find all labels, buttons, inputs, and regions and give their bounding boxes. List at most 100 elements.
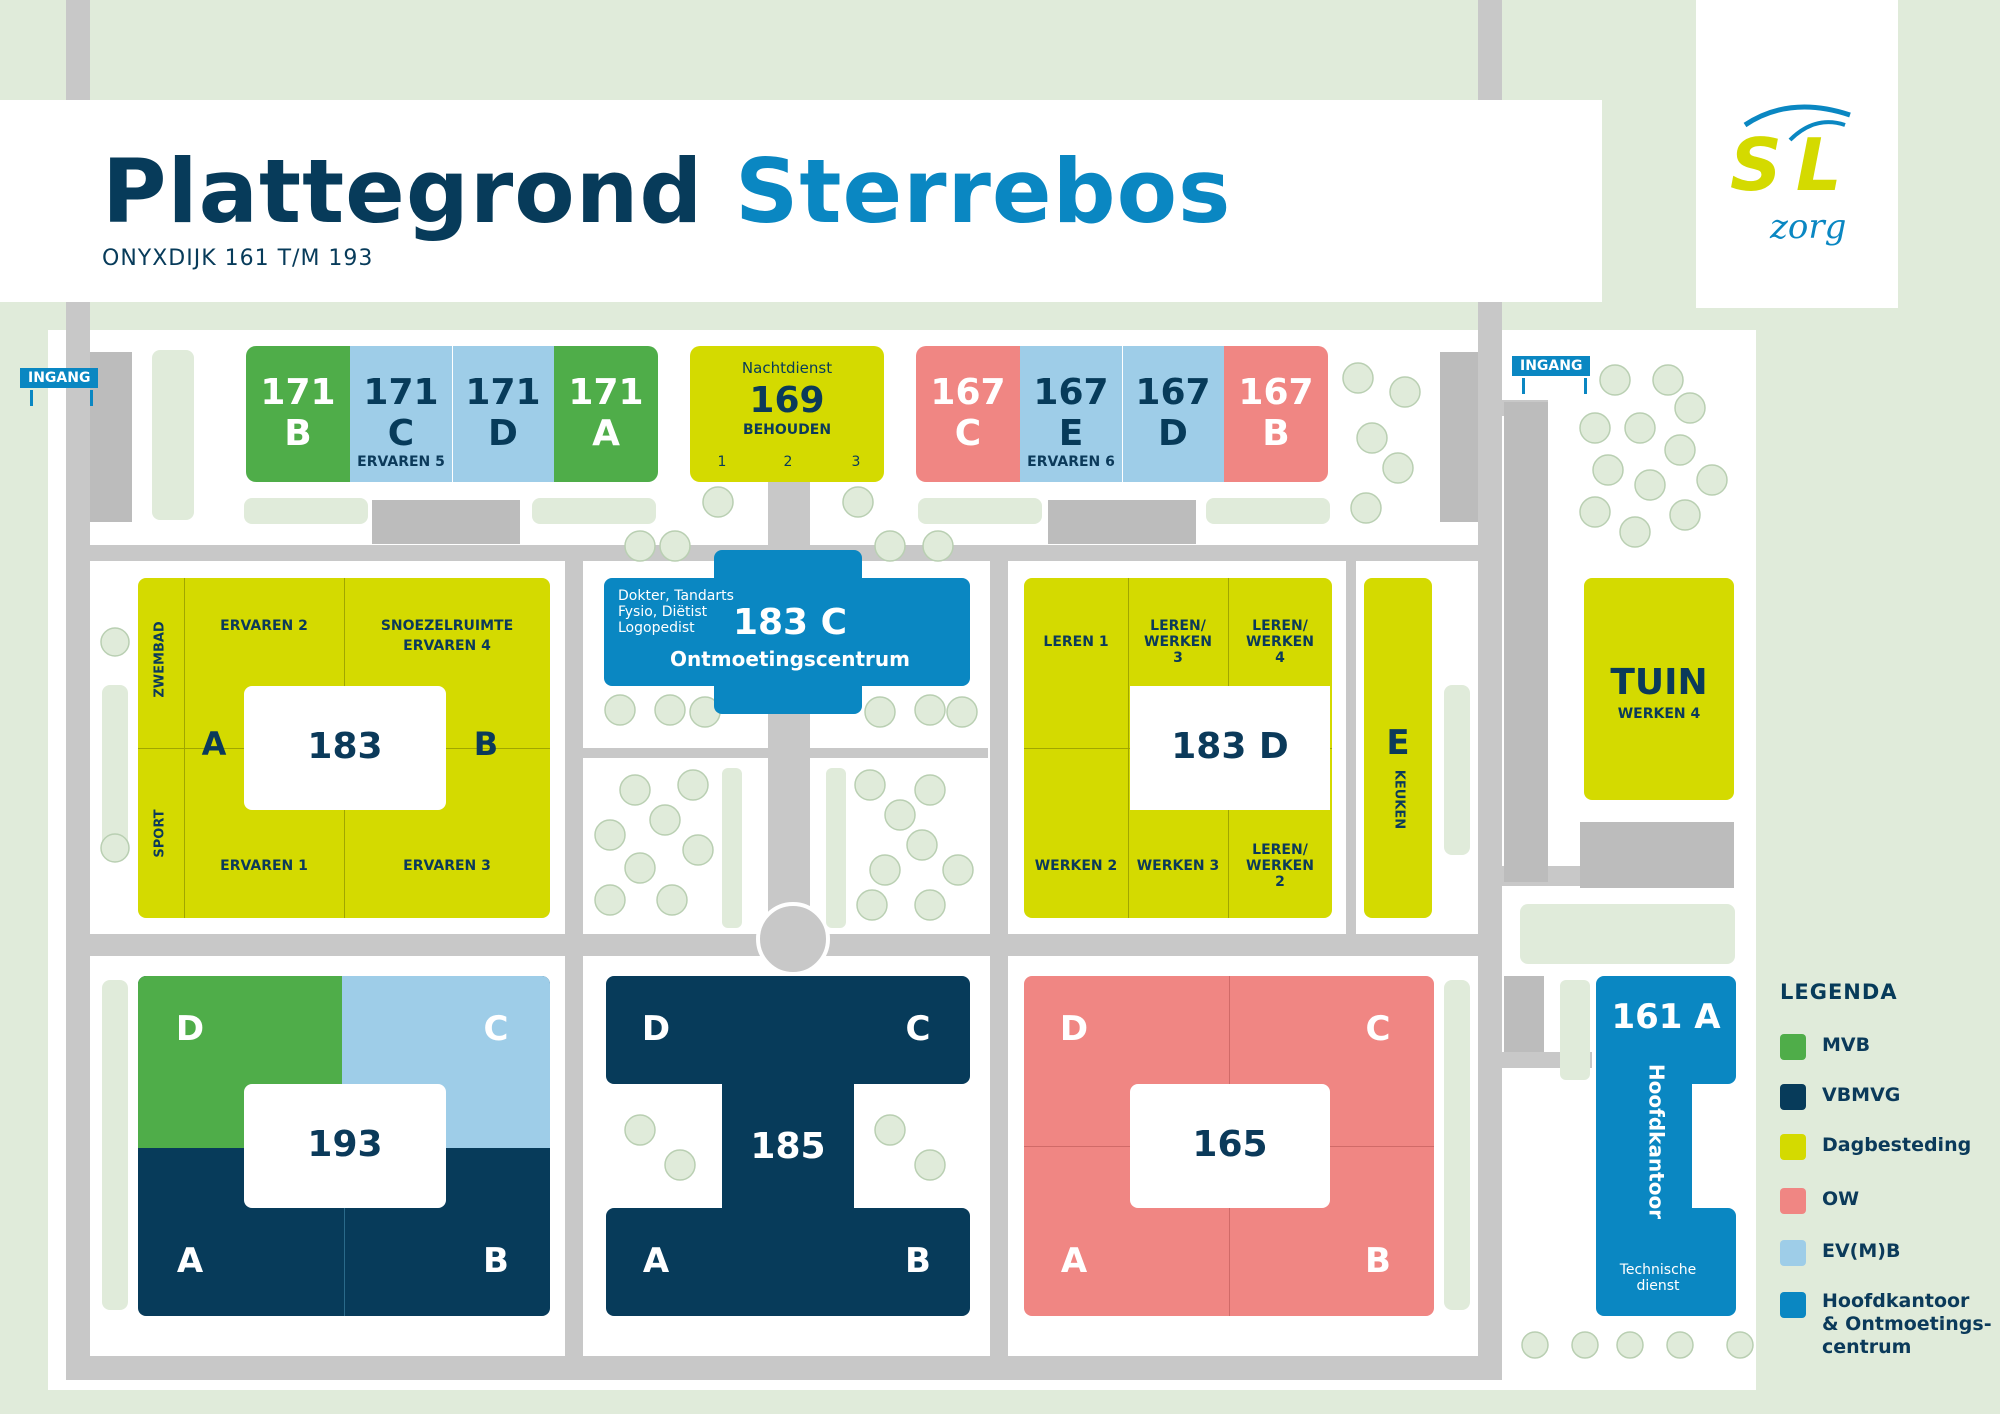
label-ervaren3: ERVAREN 3: [403, 858, 491, 874]
tree-icon: [624, 1114, 656, 1146]
hedge-1: [152, 350, 194, 520]
tree-icon: [914, 694, 946, 726]
label-ervaren6: ERVAREN 6: [1027, 454, 1115, 470]
building-171[interactable]: [246, 346, 658, 482]
road-inner-left: [565, 545, 583, 1365]
tree-icon: [1696, 464, 1728, 496]
hedge-4: [918, 498, 1042, 524]
tree-icon: [1350, 492, 1382, 524]
tree-icon: [1726, 1331, 1754, 1359]
tree-icon: [922, 530, 954, 562]
label-ervaren2: ERVAREN 2: [220, 618, 308, 634]
unit-171d[interactable]: [452, 346, 554, 482]
building-e[interactable]: [1364, 578, 1432, 918]
courtyard-183: [244, 686, 446, 810]
page-subtitle: ONYXDIJK 161 T/M 193: [102, 246, 374, 271]
label-183c-name: Ontmoetingscentrum: [670, 647, 910, 671]
label-193-b: B: [483, 1241, 509, 1281]
tree-icon: [1382, 452, 1414, 484]
tree-icon: [1599, 364, 1631, 396]
tree-icon: [864, 696, 896, 728]
label-183c-services: Dokter, Tandarts Fysio, Diëtist Logopedi…: [618, 588, 734, 636]
label-165-c: C: [1365, 1009, 1391, 1049]
entrance-left-post-1: [30, 390, 33, 406]
divider-193: [344, 1148, 345, 1316]
title-part2: Sterrebos: [735, 140, 1232, 243]
label-183c-services-2: Fysio, Diëtist: [618, 604, 708, 621]
label-165-num: 165: [1192, 1124, 1268, 1165]
unit-167b[interactable]: [1224, 346, 1328, 482]
tree-icon: [854, 769, 886, 801]
legend-label-mvb: MVB: [1822, 1034, 1871, 1056]
unit-171c[interactable]: [350, 346, 452, 482]
tree-icon: [914, 1149, 946, 1181]
label-ervaren1: ERVAREN 1: [220, 858, 308, 874]
tree-icon: [842, 486, 874, 518]
tree-icon: [624, 530, 656, 562]
legend-label-dagbesteding: Dagbesteding: [1822, 1134, 1972, 1156]
label-lw2-3: 2: [1275, 874, 1285, 891]
hedge-7: [1444, 685, 1470, 855]
label-lw3-1: LEREN/: [1150, 618, 1206, 634]
tree-icon: [649, 804, 681, 836]
hedge-10: [1520, 904, 1735, 964]
tree-icon: [659, 530, 691, 562]
tree-icon: [869, 854, 901, 886]
legend-label-hoofdkantoor-1: Hoofdkantoor: [1822, 1290, 1970, 1312]
label-ervaren5: ERVAREN 5: [357, 454, 445, 470]
tree-icon: [100, 833, 130, 863]
label-183d-num: 183 D: [1171, 726, 1289, 767]
hedge-11: [722, 768, 742, 928]
courtyard-165: [1130, 1084, 1330, 1208]
label-lw2-2: WERKEN: [1246, 858, 1314, 875]
label-lw4-3: 4: [1275, 650, 1285, 667]
label-185-c: C: [905, 1009, 931, 1049]
title-part1: Plattegrond: [102, 140, 704, 243]
building-161a-top[interactable]: [1596, 976, 1736, 1084]
building-169[interactable]: [690, 346, 884, 482]
building-183c[interactable]: [604, 578, 970, 686]
tree-icon: [874, 1114, 906, 1146]
unit-171b[interactable]: [246, 346, 350, 482]
building-167[interactable]: [916, 346, 1328, 482]
label-167e-num: 167: [1033, 372, 1109, 413]
tree-icon: [1624, 412, 1656, 444]
roundabout: [756, 902, 830, 976]
building-tuin[interactable]: [1584, 578, 1734, 800]
building-161a-mid[interactable]: [1596, 1070, 1692, 1220]
hedge-6: [102, 685, 128, 855]
tree-icon: [906, 829, 938, 861]
tree-icon: [884, 799, 916, 831]
header-panel: [0, 100, 1602, 302]
label-167c-letter: C: [954, 413, 982, 455]
tree-icon: [664, 1149, 696, 1181]
unit-167e[interactable]: [1020, 346, 1122, 482]
building-185-top[interactable]: [606, 976, 970, 1084]
parking-top-right: [1440, 352, 1478, 522]
label-183-b: B: [473, 725, 499, 763]
entrance-right-post-2: [1584, 378, 1587, 394]
tree-icon: [1652, 364, 1684, 396]
road-183d-right: [1346, 561, 1356, 941]
divider-183-v2: [344, 578, 345, 686]
building-161a-bottom[interactable]: [1596, 1208, 1736, 1316]
unit-171a[interactable]: [554, 346, 658, 482]
road-cross-left: [583, 748, 988, 758]
unit-167c[interactable]: [916, 346, 1020, 482]
courtyard-193: [244, 1084, 446, 1208]
legend-label-evmb: EV(M)B: [1822, 1240, 1901, 1262]
label-171a-num: 171: [568, 372, 644, 413]
label-171d-num: 171: [465, 372, 541, 413]
label-169-room3: 3: [851, 454, 861, 470]
building-185-bottom[interactable]: [606, 1208, 970, 1316]
unit-167d[interactable]: [1122, 346, 1224, 482]
tree-icon: [1634, 469, 1666, 501]
label-167d-letter: D: [1158, 413, 1188, 455]
building-185-mid[interactable]: [722, 1070, 854, 1220]
label-185-d: D: [641, 1009, 671, 1049]
